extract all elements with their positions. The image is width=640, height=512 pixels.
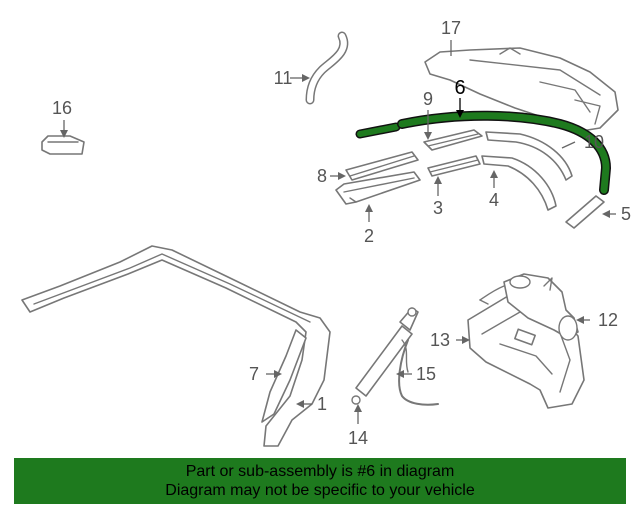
part-6-weatherstrip[interactable] (355, 110, 612, 195)
callout-15: 15 (416, 364, 436, 384)
part-10-trim[interactable] (485, 131, 573, 181)
callout-14: 14 (348, 428, 368, 448)
part-14-cylinder[interactable] (351, 307, 419, 405)
part-3-strip[interactable] (427, 155, 481, 177)
callout-3: 3 (433, 198, 443, 218)
callout-6: 6 (454, 77, 465, 99)
part-17-duct[interactable] (424, 47, 619, 133)
part-11-hose[interactable] (305, 31, 349, 105)
part-2-strip[interactable] (335, 171, 421, 205)
callout-8: 8 (317, 166, 327, 186)
part-16-bracket[interactable] (41, 135, 85, 155)
callout-13: 13 (430, 330, 450, 350)
callout-5: 5 (621, 204, 631, 224)
parts-diagram: 17 11 16 6 9 10 8 (21, 18, 631, 448)
banner-line-1: Part or sub-assembly is #6 in diagram (185, 463, 455, 480)
callout-7: 7 (249, 364, 259, 384)
callout-10: 10 (584, 132, 604, 152)
part-5-endpiece[interactable] (565, 195, 605, 229)
callout-2: 2 (364, 226, 374, 246)
callout-1: 1 (317, 394, 327, 414)
part-1-windshield-frame[interactable] (21, 245, 331, 447)
callout-12: 12 (598, 310, 618, 330)
banner-line-2: Diagram may not be specific to your vehi… (165, 482, 475, 499)
part-12-pump-motor[interactable] (479, 273, 579, 341)
info-banner: Part or sub-assembly is #6 in diagram Di… (14, 458, 626, 504)
part-7-pillar-seal[interactable] (261, 329, 307, 423)
callout-16: 16 (52, 98, 72, 118)
callout-4: 4 (489, 190, 499, 210)
callout-11: 11 (274, 68, 293, 88)
part-8-strip[interactable] (345, 151, 419, 181)
part-9-strip[interactable] (423, 129, 483, 151)
part-15-line[interactable] (398, 339, 439, 406)
callout-9: 9 (423, 89, 433, 109)
callout-17: 17 (441, 18, 461, 38)
part-4-trim[interactable] (481, 155, 557, 211)
